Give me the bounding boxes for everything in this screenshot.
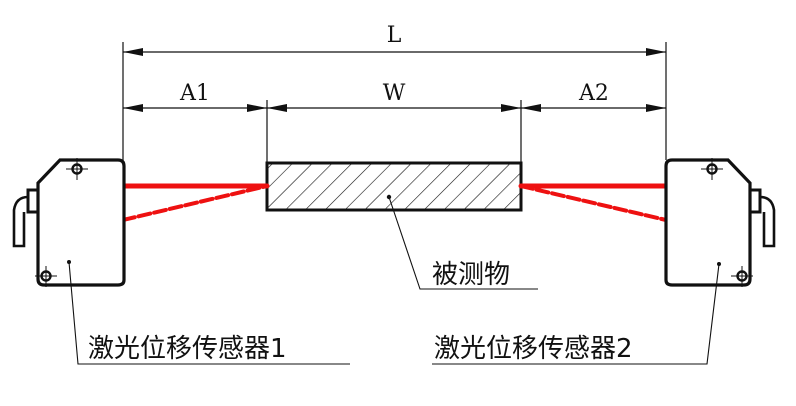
label-measured-object: 被测物 [432, 260, 510, 290]
dimension-label-A1: A1 [179, 81, 210, 106]
measured-object [265, 161, 523, 212]
dimension-label-W: W [383, 81, 406, 106]
dimension-label-L: L [387, 23, 402, 48]
laser-sensor-2 [664, 158, 776, 287]
label-sensor-1: 激光位移传感器1 [88, 334, 287, 364]
laser-beams-left [120, 183, 270, 222]
leader-lines [68, 196, 720, 365]
screw-icon [731, 266, 753, 287]
label-sensor-2: 激光位移传感器2 [434, 334, 633, 364]
screw-icon [35, 266, 57, 287]
screw-icon [66, 158, 88, 180]
dimension-label-A2: A2 [578, 81, 609, 106]
screw-icon [701, 158, 723, 180]
laser-beams-right [518, 183, 669, 222]
laser-sensor-1 [12, 158, 126, 287]
